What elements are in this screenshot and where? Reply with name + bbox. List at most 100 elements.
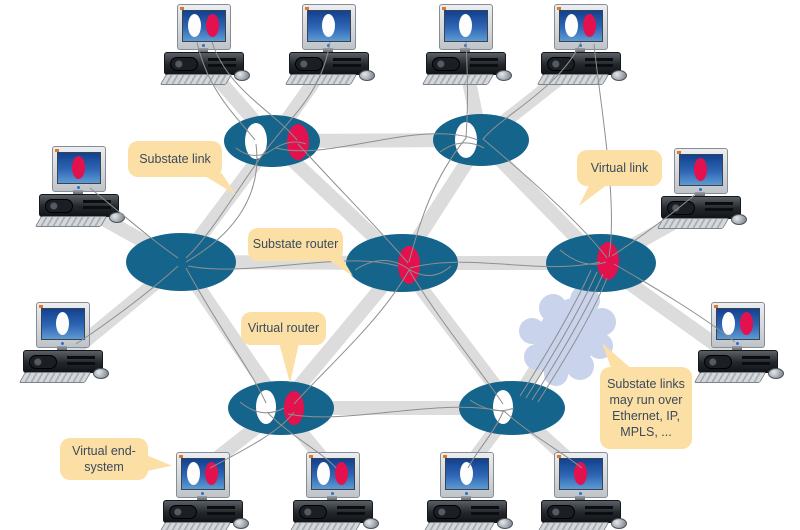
computer-tower-icon — [698, 350, 778, 373]
virtual-endsystem-red-icon — [694, 158, 707, 181]
callout-virtual-router-label: Virtual router — [247, 321, 320, 336]
callout-tail — [200, 173, 236, 195]
monitor-icon — [439, 4, 493, 50]
computer-top-2 — [282, 4, 375, 85]
computer-top-3 — [419, 4, 512, 85]
computer-tower-icon — [293, 500, 373, 523]
monitor-icon — [674, 148, 728, 194]
mouse-icon — [497, 518, 513, 529]
keyboard-icon — [422, 522, 496, 530]
computer-tower-icon — [426, 52, 506, 75]
substrate-router-left — [126, 233, 236, 291]
keyboard-icon — [158, 522, 232, 530]
computer-tower-icon — [541, 52, 621, 75]
substrate-router-right — [546, 234, 656, 292]
virtual-node-white — [256, 390, 276, 424]
mouse-icon — [611, 70, 627, 81]
substrate-router-center — [346, 234, 458, 292]
monitor-icon — [711, 302, 765, 348]
virtual-endsystem-red-icon — [205, 462, 218, 485]
virtual-endsystem-white-icon — [322, 14, 335, 37]
computer-bottom-3 — [420, 452, 513, 530]
virtual-endsystem-white-icon — [565, 14, 578, 37]
virtual-endsystem-red-icon — [335, 462, 348, 485]
computer-tower-icon — [163, 500, 243, 523]
cloud-virtual-link — [519, 269, 592, 397]
computer-right-2 — [691, 302, 784, 383]
computer-bottom-2 — [286, 452, 379, 530]
virtual-node-white — [493, 390, 513, 424]
virtual-endsystem-white-icon — [56, 312, 69, 335]
mouse-icon — [731, 214, 747, 225]
cloud-virtual-link — [531, 273, 604, 401]
callout-virtual-link-label: Virtual link — [590, 160, 649, 175]
callout-virtual-end-system: Virtual end-system — [60, 438, 172, 480]
computer-top-4 — [534, 4, 627, 85]
keyboard-icon — [693, 372, 767, 383]
monitor-icon — [554, 452, 608, 498]
computer-tower-icon — [164, 52, 244, 75]
virtual-endsystem-white-icon — [188, 14, 201, 37]
mouse-icon — [611, 518, 627, 529]
callout-substate-link: Substate link — [128, 141, 236, 195]
substrate-router-top-right — [433, 114, 529, 166]
callout-substate-links-note-label: Substate links may run over Ethernet, IP… — [607, 376, 685, 440]
virtual-node-white — [455, 122, 477, 158]
keyboard-icon — [284, 74, 358, 85]
virtual-endsystem-red-icon — [574, 462, 587, 485]
virtual-endsystem-white-icon — [722, 312, 735, 335]
callout-tail — [322, 256, 353, 276]
computer-bottom-1 — [156, 452, 249, 530]
callout-tail — [579, 182, 611, 206]
virtual-endsystem-red-icon — [206, 14, 219, 37]
monitor-icon — [36, 302, 90, 348]
computer-left-2 — [16, 302, 109, 383]
virtual-endsystem-red-icon — [583, 14, 596, 37]
computer-tower-icon — [23, 350, 103, 373]
computer-tower-icon — [541, 500, 621, 523]
mouse-icon — [93, 368, 109, 379]
keyboard-icon — [288, 522, 362, 530]
mouse-icon — [496, 70, 512, 81]
virtual-endsystem-red-icon — [740, 312, 753, 335]
virtual-node-white — [245, 123, 267, 159]
computer-tower-icon — [289, 52, 369, 75]
callout-substate-link-label: Substate link — [139, 151, 211, 166]
keyboard-icon — [421, 74, 495, 85]
mouse-icon — [233, 518, 249, 529]
monitor-icon — [302, 4, 356, 50]
substrate-router-top-left — [224, 115, 320, 167]
monitor-icon — [176, 452, 230, 498]
virtual-router-red — [398, 246, 420, 284]
virtual-endsystem-red-icon — [72, 156, 85, 179]
callout-substate-router-label: Substate router — [252, 237, 339, 252]
keyboard-icon — [34, 216, 108, 227]
mouse-icon — [234, 70, 250, 81]
monitor-icon — [177, 4, 231, 50]
keyboard-icon — [18, 372, 92, 383]
cloud-virtual-link — [525, 271, 598, 399]
substrate-router-bottom-left — [228, 381, 334, 435]
virtual-router-red — [597, 242, 619, 280]
keyboard-icon — [656, 218, 730, 229]
computer-tower-icon — [427, 500, 507, 523]
keyboard-icon — [536, 74, 610, 85]
callout-tail — [602, 343, 634, 371]
callout-substate-router: Substate router — [248, 228, 353, 276]
computer-left-1 — [32, 146, 125, 227]
virtual-router-red — [287, 124, 309, 160]
computer-top-1 — [157, 4, 250, 85]
mouse-icon — [109, 212, 125, 223]
keyboard-icon — [159, 74, 233, 85]
callout-virtual-link: Virtual link — [577, 150, 662, 206]
callout-virtual-end-system-label: Virtual end-system — [72, 443, 136, 474]
virtual-endsystem-white-icon — [187, 462, 200, 485]
computer-tower-icon — [39, 194, 119, 217]
virtual-endsystem-white-icon — [317, 462, 330, 485]
cloud-virtual-link — [537, 277, 608, 403]
callout-virtual-router: Virtual router — [241, 312, 326, 383]
virtual-router-red — [284, 391, 304, 425]
substrate-router-bottom-right — [459, 381, 565, 435]
virtual-endsystem-white-icon — [459, 14, 472, 37]
